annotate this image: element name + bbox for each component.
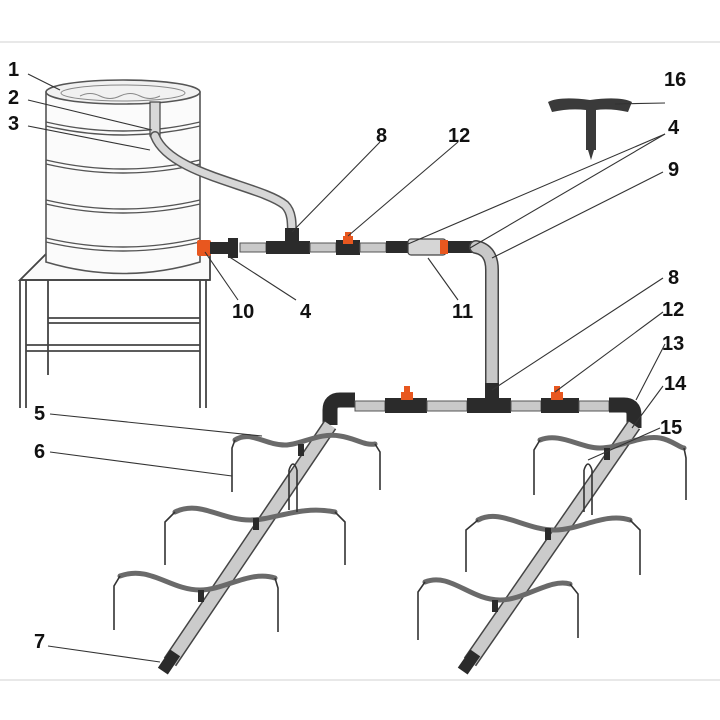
label-6: 6 [34, 441, 45, 463]
label-14: 14 [664, 373, 687, 395]
label-1: 1 [8, 59, 19, 81]
label-9: 9 [668, 159, 679, 181]
label-2: 2 [8, 87, 19, 109]
tank-stand [17, 251, 211, 408]
label-8-top: 8 [376, 125, 387, 147]
label-3: 3 [8, 113, 19, 135]
left-supply-pipe [157, 420, 337, 675]
upper-main-line [197, 228, 476, 258]
lower-main-line [322, 383, 642, 428]
label-7: 7 [34, 631, 45, 653]
end-plug-left [157, 649, 181, 675]
water-barrel [45, 79, 201, 275]
drip-lines-left [113, 432, 381, 632]
label-8-bottom: 8 [668, 267, 679, 289]
callout-numbers: 1 2 3 8 12 16 4 9 10 4 11 8 12 13 14 15 … [8, 59, 687, 653]
label-16: 16 [664, 69, 686, 91]
valve-lower-left [401, 392, 413, 400]
label-12-top: 12 [448, 125, 470, 147]
valve-upper [343, 236, 353, 244]
label-4-left: 4 [300, 301, 312, 323]
overflow-hose [150, 131, 297, 243]
t-key-tool [548, 98, 632, 160]
label-5: 5 [34, 403, 45, 425]
tap-adapter [197, 240, 211, 256]
leader-lines [27, 73, 666, 663]
valve-lower-right [551, 392, 563, 400]
label-12-bottom: 12 [662, 299, 684, 321]
end-plug-right [457, 649, 481, 675]
label-15: 15 [660, 417, 682, 439]
label-4-right: 4 [668, 117, 680, 139]
label-13: 13 [662, 333, 684, 355]
connecting-hose [469, 240, 499, 392]
right-supply-pipe [457, 420, 641, 675]
label-10: 10 [232, 301, 254, 323]
label-11: 11 [452, 301, 473, 323]
barrel-connector [149, 101, 161, 137]
